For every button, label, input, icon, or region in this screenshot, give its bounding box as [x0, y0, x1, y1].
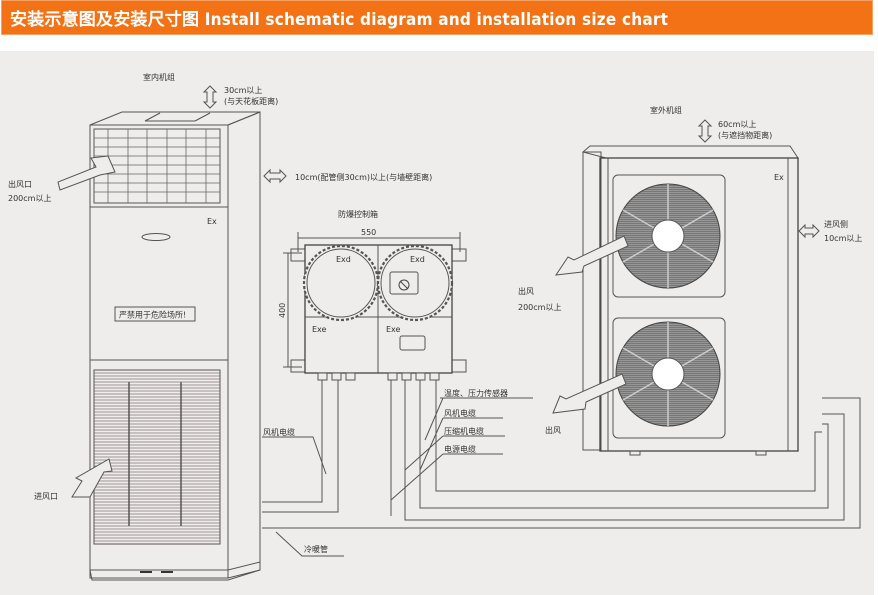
inlet-arrow-icon [71, 458, 113, 498]
indoor-top-clearance-note: (与天花板距离) [224, 96, 278, 106]
indoor-outlet-grille [93, 128, 221, 204]
outdoor-unit-title: 室外机组 [650, 105, 682, 115]
control-box-height-label: 400 [278, 303, 287, 318]
display-window [399, 335, 426, 351]
outdoor-top-clearance: 60cm以上 [718, 120, 756, 129]
outdoor-inlet-side-label: 进风侧 [824, 219, 848, 229]
indoor-side-clearance: 10cm(配管侧30cm)以上(与墙壁距离) [295, 172, 432, 182]
vertical-arrow-icon [202, 85, 218, 109]
indoor-outlet-label: 出风口 [8, 179, 32, 189]
outdoor-inlet-clearance: 10cm以上 [824, 234, 862, 243]
outdoor-outlet-lower-label: 出风 [545, 425, 561, 435]
control-box [290, 244, 467, 381]
control-box-width-label: 550 [361, 228, 376, 237]
compartment-label-exd-2: Exd [410, 255, 425, 264]
control-box-width-dimension [297, 232, 461, 252]
indoor-warning-plate [114, 306, 196, 322]
outlet-arrow-icon [57, 155, 116, 191]
cable-label-power: 电源电缆 [444, 444, 476, 454]
outdoor-outlet-upper-label: 出风 [518, 286, 534, 296]
vertical-arrow-icon [697, 119, 713, 143]
indoor-ex-mark: Ex [207, 217, 217, 226]
page-title: 安装示意图及安装尺寸图 Install schematic diagram an… [10, 10, 669, 30]
outdoor-top-clearance-note: (与遮挡物距离) [718, 130, 772, 140]
indoor-inlet-label: 进风口 [34, 492, 58, 501]
control-box-title: 防爆控制箱 [338, 209, 378, 219]
indoor-inlet-grille [93, 369, 221, 545]
compartment-label-exe-1: Exe [312, 325, 327, 334]
outdoor-unit [581, 145, 799, 456]
control-box-height-dimension [283, 252, 302, 368]
indoor-brand-logo [141, 233, 171, 241]
indoor-unit: Ex 严禁用于危险场所! [89, 111, 261, 581]
outdoor-outlet-arrow-upper-icon [554, 235, 629, 276]
selector-switch [389, 271, 419, 295]
outdoor-outlet-arrow-lower-icon [552, 373, 627, 414]
compartment-label-exe-2: Exe [386, 325, 401, 334]
cable-label-sensor: 温度、压力传感器 [444, 388, 508, 398]
indoor-unit-title: 室内机组 [143, 72, 175, 82]
outdoor-unit-top [581, 145, 799, 159]
pipe-label-refrigerant: 冷暖管 [304, 544, 328, 554]
horizontal-arrow-icon [798, 223, 820, 239]
indoor-top-clearance: 30cm以上 [224, 86, 262, 95]
indoor-unit-top [89, 111, 261, 126]
horizontal-arrow-icon [263, 168, 287, 184]
indoor-unit-side [227, 111, 261, 579]
outdoor-outlet-upper-distance: 200cm以上 [518, 303, 561, 312]
header-bar: 安装示意图及安装尺寸图 Install schematic diagram an… [1, 0, 873, 35]
cable-label-fan-left: 风机电缆 [263, 427, 295, 437]
outdoor-unit-front [599, 157, 799, 452]
cable-label-fan: 风机电缆 [444, 408, 476, 418]
cable-label-compressor: 压缩机电缆 [444, 426, 484, 436]
compartment-label-exd-1: Exd [336, 255, 351, 264]
cable-routing [262, 380, 861, 557]
indoor-warning-text: 严禁用于危险场所! [119, 310, 186, 320]
outdoor-ex-mark: Ex [774, 173, 784, 182]
indoor-outlet-distance: 200cm以上 [8, 194, 51, 203]
